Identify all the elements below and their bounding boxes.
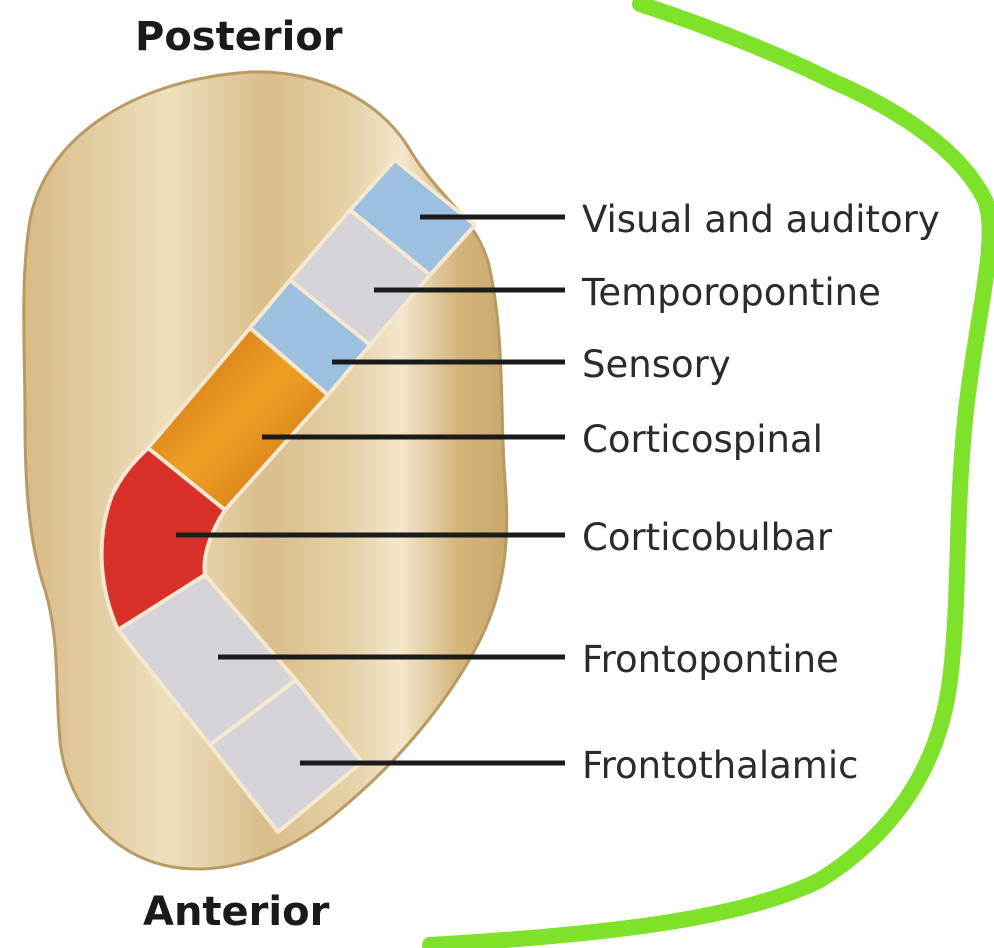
tract-label-corticospinal: Corticospinal	[582, 418, 823, 461]
tract-segment-corticobulbar	[99, 446, 227, 632]
tract-label-visual-and-auditory: Visual and auditory	[582, 198, 940, 241]
annotation-stroke	[422, 0, 994, 948]
tract-label-frontothalamic: Frontothalamic	[582, 744, 858, 787]
tract-label-frontopontine: Frontopontine	[582, 638, 839, 681]
tract-label-temporopontine: Temporopontine	[581, 271, 881, 314]
tract-label-corticobulbar: Corticobulbar	[582, 516, 833, 559]
posterior-label: Posterior	[135, 14, 343, 60]
anterior-label: Anterior	[143, 889, 330, 935]
tract-label-sensory: Sensory	[582, 343, 731, 386]
